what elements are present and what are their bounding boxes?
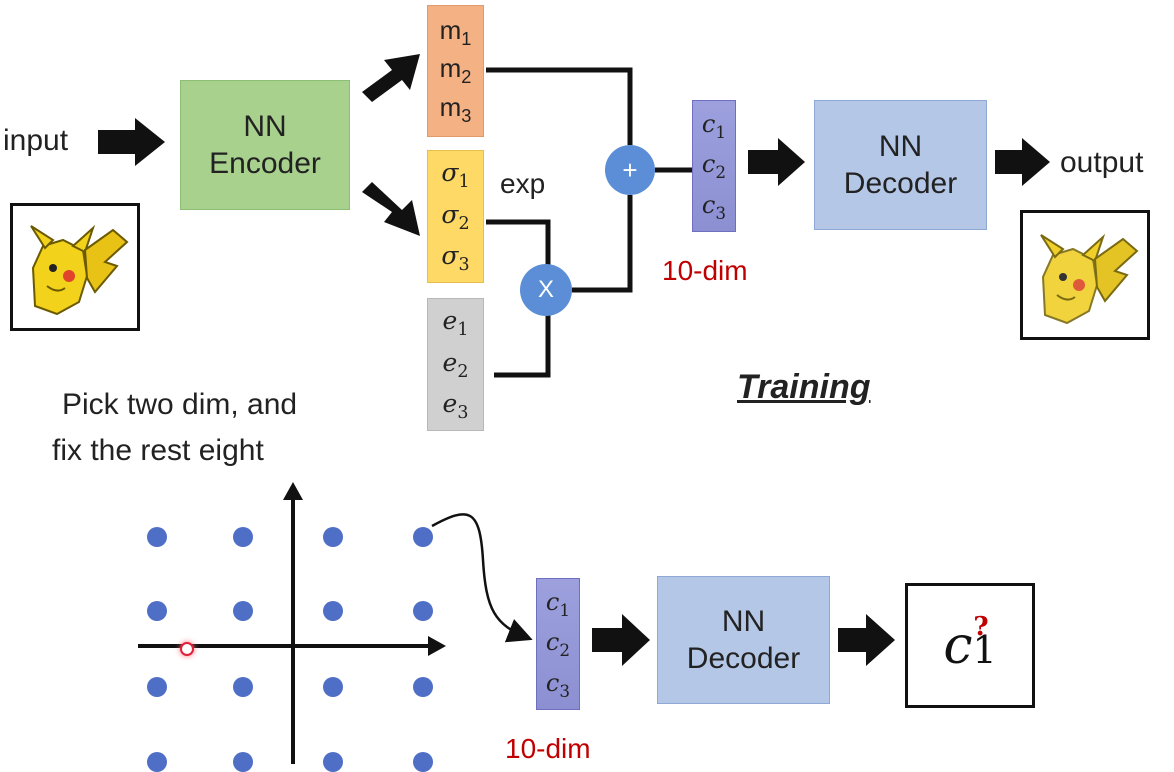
x-axis-arrowhead: [428, 636, 446, 656]
decoder2-to-output-arrow: [838, 614, 895, 666]
sigma-entry-2: σ2: [441, 199, 470, 234]
generated-output-frame: c1 ?: [905, 583, 1035, 708]
generated-output-symbol: c1 ?: [943, 611, 997, 676]
m-to-plus-line: [486, 67, 633, 145]
curved-arrow: [431, 513, 533, 643]
c2-to-decoder-arrow: [592, 614, 650, 666]
times-operator: X: [520, 264, 572, 316]
grid-dot: [233, 677, 253, 697]
grid-dot: [413, 601, 433, 621]
code-entry-3: c3: [701, 190, 727, 223]
grid-dot: [147, 601, 167, 621]
grid-dot: [233, 752, 253, 772]
encoder-label-line2: Encoder: [209, 147, 321, 180]
grid-dot: [323, 601, 343, 621]
pikachu-icon: [1023, 213, 1147, 337]
mean-entry-2: m2: [439, 53, 472, 88]
encoder-to-sigma-arrow: [362, 182, 420, 236]
grid-dot: [413, 527, 433, 547]
ten-dim-label-top: 10-dim: [662, 255, 748, 286]
mean-entry-1: m1: [439, 15, 472, 50]
e-to-times-line: [494, 312, 551, 378]
decoder-to-output-arrow: [995, 138, 1050, 186]
code-vector-training: c1 c2 c3: [692, 100, 736, 232]
grid-dot: [323, 677, 343, 697]
nn-encoder-block: NN Encoder: [180, 80, 350, 210]
noise-entry-3: e3: [442, 388, 469, 423]
cursor-marker: [180, 642, 194, 656]
noise-vector: e1 e2 e3: [427, 298, 484, 431]
pikachu-icon: [13, 206, 137, 328]
nn-decoder-block-generation: NN Decoder: [657, 576, 830, 704]
plus-operator: +: [605, 145, 655, 195]
grid-dot: [233, 527, 253, 547]
times-to-plus-line: [572, 195, 633, 293]
grid-dot: [323, 527, 343, 547]
mean-entry-3: m3: [439, 91, 472, 126]
grid-dot: [147, 752, 167, 772]
grid-dot: [147, 527, 167, 547]
code-entry-3: c3: [545, 668, 571, 701]
sigma-vector: σ1 σ2 σ3: [427, 150, 484, 283]
grid-dot: [323, 752, 343, 772]
sigma-to-times-line: [486, 219, 551, 268]
input-image-frame: [10, 203, 140, 331]
noise-entry-1: e1: [442, 306, 469, 341]
c-to-decoder-arrow: [748, 138, 805, 186]
output-image-frame: [1020, 210, 1150, 340]
mean-vector: m1 m2 m3: [427, 5, 484, 137]
code-entry-2: c2: [701, 150, 727, 182]
code-entry-2: c2: [545, 628, 571, 660]
question-mark: ?: [973, 611, 989, 642]
training-label: Training: [737, 368, 871, 406]
decoder-label-line2: Decoder: [843, 167, 958, 200]
exp-label: exp: [500, 168, 546, 199]
decoder-label-line1: NN: [721, 604, 766, 638]
sigma-entry-3: σ3: [441, 240, 470, 275]
y-axis-arrowhead: [283, 482, 303, 500]
noise-entry-2: e2: [442, 347, 469, 382]
code-entry-1: c1: [545, 587, 571, 620]
input-label: input: [3, 124, 69, 157]
code-entry-1: c1: [701, 109, 727, 142]
sigma-entry-1: σ1: [441, 158, 470, 193]
grid-dot: [413, 752, 433, 772]
encoder-to-m-arrow: [362, 54, 420, 102]
nn-decoder-block-training: NN Decoder: [814, 100, 987, 230]
decoder-label-line2: Decoder: [686, 642, 801, 675]
output-label: output: [1060, 146, 1144, 179]
grid-dot: [233, 601, 253, 621]
encoder-label-line1: NN: [243, 109, 287, 143]
ten-dim-label-bottom: 10-dim: [505, 733, 591, 764]
decoder-label-line1: NN: [878, 129, 923, 163]
grid-dot: [147, 677, 167, 697]
pick-text-line2: fix the rest eight: [52, 434, 264, 467]
grid-dot: [413, 677, 433, 697]
code-vector-generation: c1 c2 c3: [536, 578, 580, 710]
input-arrow: [98, 118, 165, 166]
pick-text-line1: Pick two dim, and: [62, 388, 298, 421]
